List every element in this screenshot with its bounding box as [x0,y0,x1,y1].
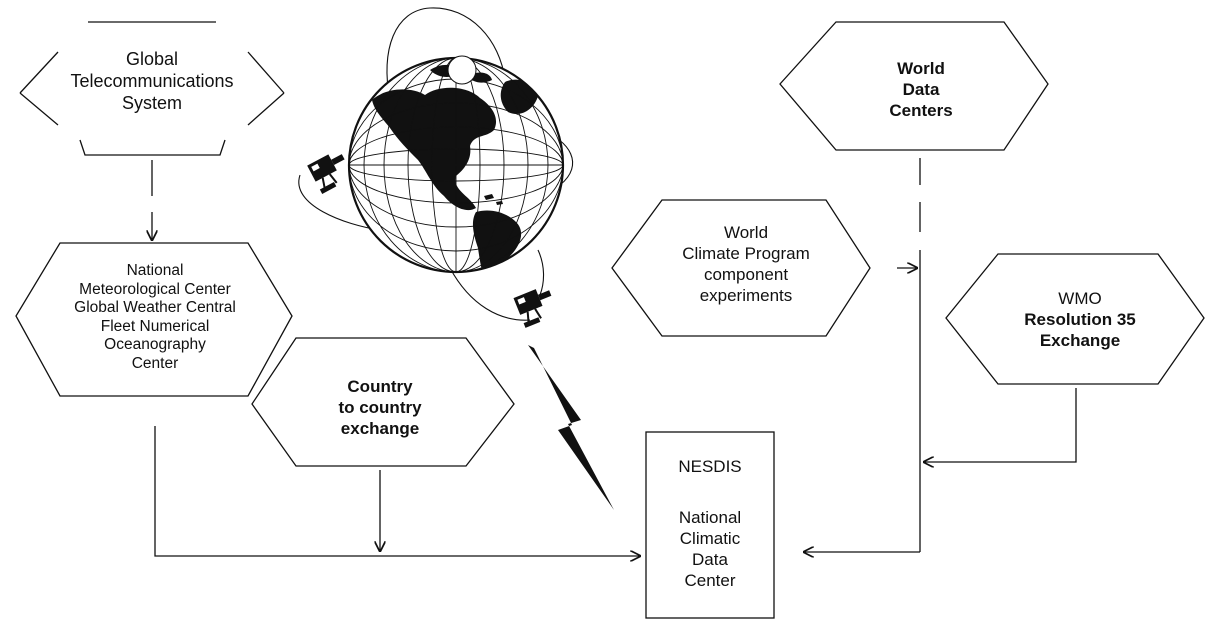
wcp-label-line: experiments [699,286,793,305]
wdc-label-line: Centers [889,101,953,120]
gts-label: Global Telecommunications System [52,48,252,114]
nmc-label-line: Meteorological Center [79,280,231,298]
lightning-bolt-icon [528,345,614,510]
wcp-label: World Climate Program component experime… [656,222,836,306]
country-label-line: exchange [340,419,420,438]
wmo-label-line: Resolution 35 [1024,310,1136,329]
wmo-label-line: Exchange [1039,331,1121,350]
satellite-icon [513,289,552,328]
country-label-line: to country [338,398,422,417]
ncdc-label: NESDIS National Climatic Data Center [650,456,770,591]
ncdc-label-line: Climatic [679,529,741,548]
wcp-label-line: World [723,223,769,242]
nmc-label: National Meteorological Center Global We… [40,262,270,373]
gts-label-line: Telecommunications [70,71,234,91]
ncdc-box [645,431,775,619]
gts-label-line: System [121,93,182,113]
wcp-label-line: component [703,265,789,284]
nmc-label-line: Global Weather Central [74,299,236,316]
ncdc-label-line: Center [684,571,736,590]
country-label: Country to country exchange [300,376,460,439]
wmo-shape [945,253,1205,385]
wcp-shape [611,199,871,337]
wmo-label-line: WMO [1058,289,1102,308]
wdc-label-line: Data [902,80,940,99]
nmc-label-line: Fleet Numerical [100,317,210,335]
nmc-label-line: Oceanography [104,336,206,353]
country-label-line: Country [347,377,413,396]
country-shape [251,337,515,467]
nmc-label-line: National [126,262,184,279]
satellite-icon [307,154,345,194]
wcp-label-line: Climate Program [682,244,810,263]
wdc-shape [779,21,1049,151]
wmo-label: WMO Resolution 35 Exchange [990,288,1170,351]
flow-arrows [152,158,1077,556]
gts-label-line: Global [125,49,179,69]
ncdc-label-line: National [678,508,742,527]
ncdc-label-line: Data [692,550,728,569]
ncdc-label-top: NESDIS [678,457,742,476]
wdc-label-line: World [897,59,945,78]
wdc-label: World Data Centers [846,58,996,121]
globe-icon [347,55,565,274]
nmc-label-line: Center [131,354,179,372]
gts-shape [19,21,285,156]
nmc-shape [15,242,293,397]
